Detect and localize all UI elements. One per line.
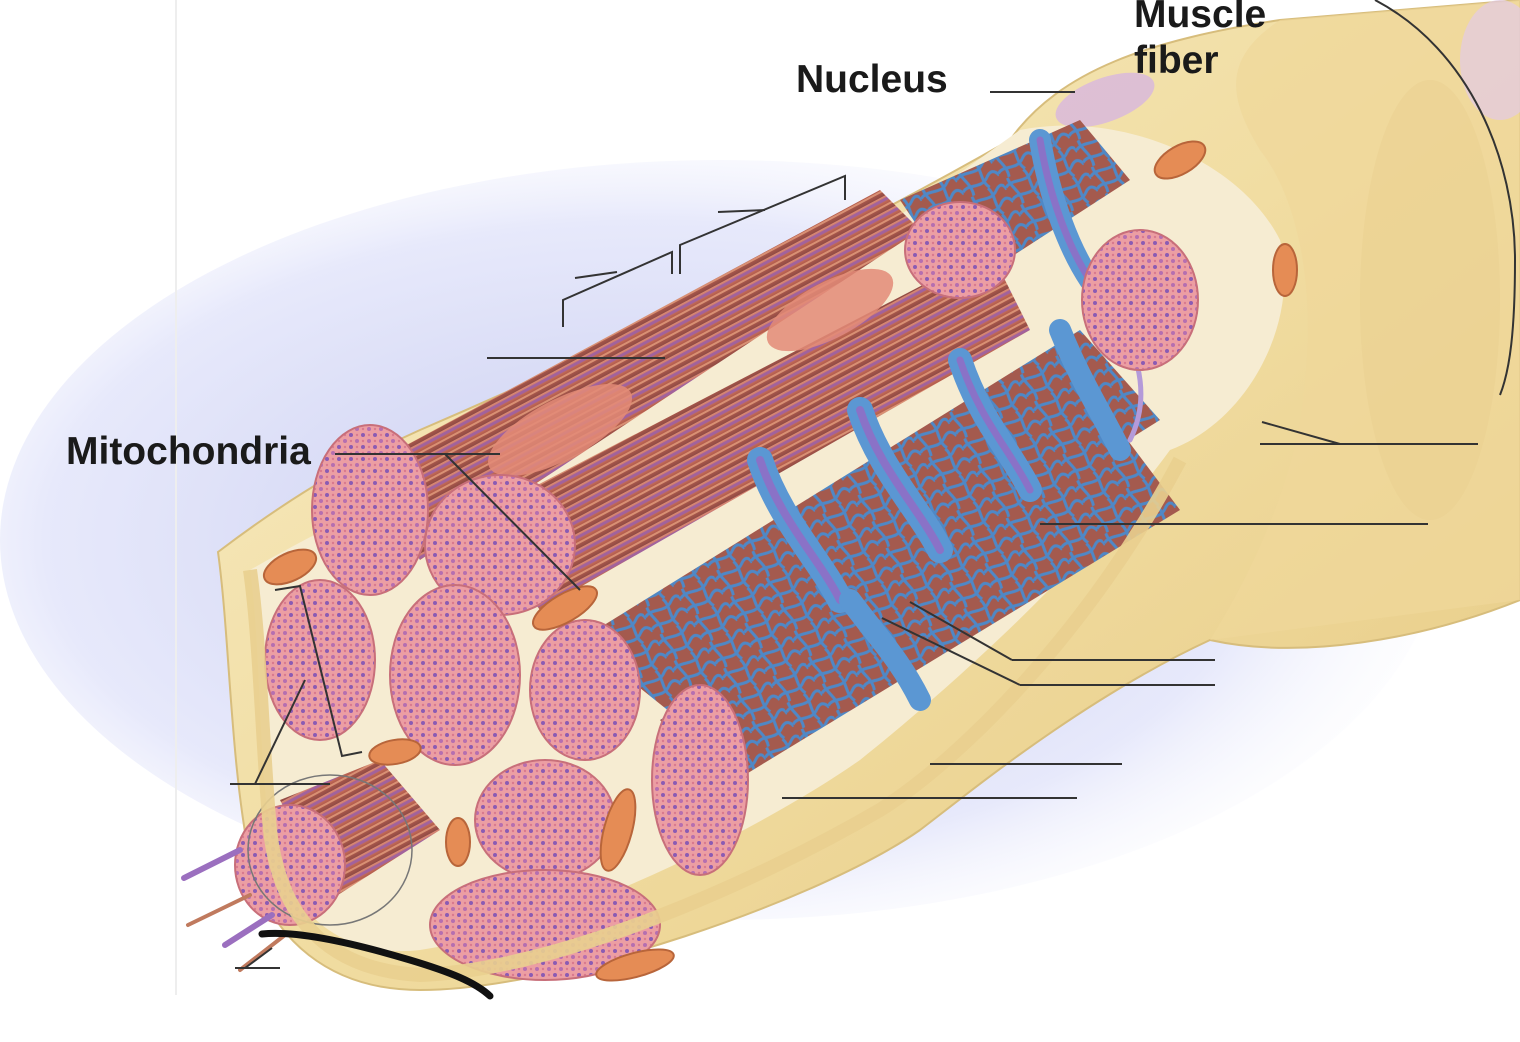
t-tubule-bands (747, 129, 1144, 711)
pen-mark (258, 929, 494, 1000)
label-muscle-fiber-line2: fiber (1134, 39, 1219, 82)
label-muscle-fiber-line1: Muscle (1134, 0, 1267, 36)
myofibrils-back (360, 190, 1030, 610)
label-muscle-fiber: Muscle fiber (1134, 0, 1266, 84)
projecting-myofibril (181, 760, 440, 972)
nucleus-shape (1055, 72, 1155, 128)
label-mitochondria: Mitochondria (66, 430, 311, 473)
mitochondria-shapes (262, 140, 1298, 982)
label-nucleus: Nucleus (796, 58, 948, 101)
fiber-surface-shade (1360, 80, 1500, 520)
muscle-fiber-bracket (1374, 0, 1517, 396)
sarcolemma-edge (243, 456, 1187, 983)
leader-lines (230, 91, 1478, 969)
nucleus-shape-2 (1460, 0, 1520, 120)
myofibril-cross-sections (264, 201, 1199, 981)
